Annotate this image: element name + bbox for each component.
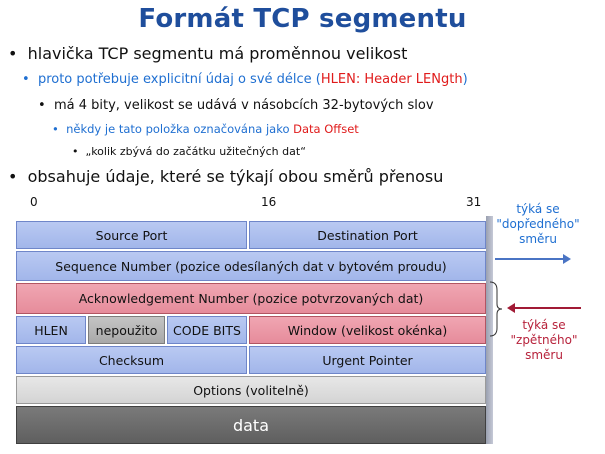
bullet-text: „kolik zbývá do začátku užitečných dat“ [85, 145, 306, 158]
field-options: Options (volitelně) [16, 376, 486, 404]
field-ack-number: Acknowledgement Number (pozice potvrzova… [16, 283, 486, 314]
page-title: Formát TCP segmentu [138, 4, 467, 34]
bullet-text: obsahuje údaje, které se týkají obou smě… [27, 167, 444, 186]
field-unused: nepoužito [88, 316, 165, 344]
field-urgent-pointer: Urgent Pointer [249, 346, 486, 374]
bullet-dot: • [22, 72, 30, 87]
backward-arrow-icon [507, 303, 581, 313]
field-destination-port: Destination Port [249, 221, 486, 249]
bullet-4-bits: • má 4 bity, velikost se udává v násobcí… [38, 98, 434, 113]
bit-tick-31: 31 [466, 195, 482, 209]
field-hlen: HLEN [16, 316, 86, 344]
field-checksum: Checksum [16, 346, 247, 374]
note-backward-direction: týká se "zpětného" směru [510, 318, 578, 362]
forward-arrow-icon [495, 254, 571, 264]
data-offset-highlight: Data Offset [293, 122, 359, 136]
note-forward-direction: týká se "dopředného" směru [496, 202, 580, 246]
bullet-dot: • [52, 122, 59, 136]
diagram-side-face [486, 216, 493, 444]
bullet-dot: • [72, 145, 79, 158]
bullet-explicit-length: • proto potřebuje explicitní údaj o své … [22, 72, 468, 87]
bullet-text: hlavička TCP segmentu má proměnnou velik… [27, 44, 408, 63]
field-source-port: Source Port [16, 221, 247, 249]
bit-tick-0: 0 [30, 195, 38, 209]
bit-tick-16: 16 [261, 195, 277, 209]
bullet-dot: • [8, 44, 18, 63]
bullet-text: proto potřebuje explicitní údaj o své dé… [37, 72, 321, 87]
field-code-bits: CODE BITS [167, 316, 247, 344]
bullet-text: má 4 bity, velikost se udává v násobcích… [53, 98, 434, 113]
field-window: Window (velikost okénka) [249, 316, 486, 344]
bullet-text-end: ) [462, 72, 468, 87]
hlen-highlight: HLEN: Header LENgth [320, 72, 463, 87]
bullet-both-directions: • obsahuje údaje, které se týkají obou s… [8, 167, 443, 186]
bullet-dot: • [38, 98, 46, 113]
bullet-until-data: • „kolik zbývá do začátku užitečných dat… [72, 145, 306, 158]
field-sequence-number: Sequence Number (pozice odesílaných dat … [16, 251, 486, 281]
field-data: data [16, 406, 486, 444]
brace-icon [489, 281, 503, 337]
bullet-header-variable-size: • hlavička TCP segmentu má proměnnou vel… [8, 44, 407, 63]
bullet-dot: • [8, 167, 18, 186]
bullet-data-offset: • někdy je tato položka označována jako … [52, 122, 359, 136]
bullet-text: někdy je tato položka označována jako [66, 122, 294, 136]
